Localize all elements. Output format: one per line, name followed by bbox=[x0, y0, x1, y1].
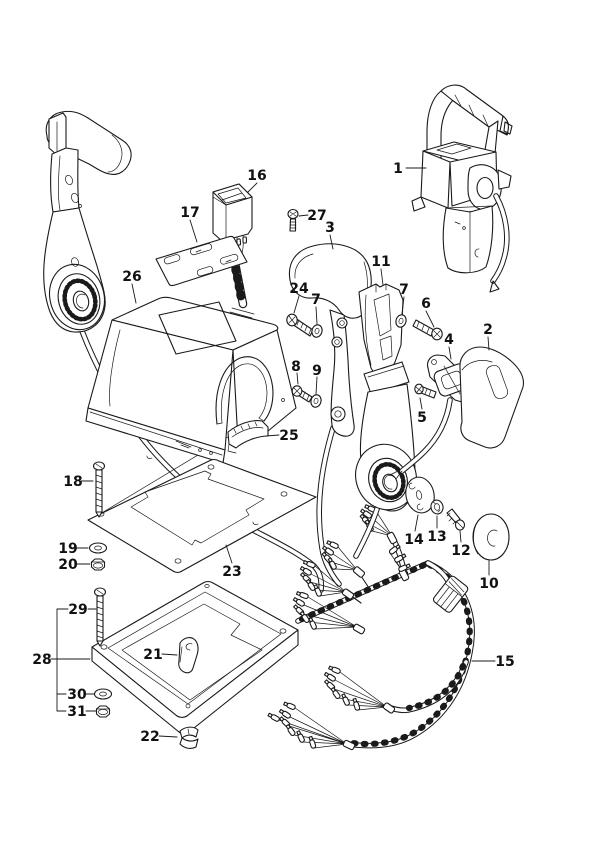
lock-washer-13 bbox=[430, 499, 444, 515]
bracket-28 bbox=[50, 608, 91, 712]
leader-7a bbox=[315, 306, 318, 325]
callout-28: 28 bbox=[32, 652, 51, 668]
clip-25 bbox=[227, 420, 269, 454]
mount-plate-23 bbox=[87, 455, 317, 574]
leader-24 bbox=[293, 295, 300, 314]
callout-4: 4 bbox=[444, 332, 454, 348]
callout-10: 10 bbox=[479, 576, 499, 592]
switch-cover-2 bbox=[459, 346, 524, 449]
leader-3 bbox=[329, 234, 334, 250]
lever-bracket-11 bbox=[358, 283, 404, 379]
callout-16: 16 bbox=[247, 168, 266, 184]
callouts: 1 2 3 4 5 6 7 7 8 9 10 11 12 13 14 15 16… bbox=[32, 161, 514, 745]
remote-control-assembly-1 bbox=[411, 84, 513, 293]
washer-7-right bbox=[395, 314, 407, 328]
bolt-6 bbox=[412, 319, 443, 341]
leader-21 bbox=[161, 653, 178, 656]
callout-12: 12 bbox=[451, 543, 470, 559]
callout-5: 5 bbox=[417, 410, 427, 426]
callout-8: 8 bbox=[291, 359, 301, 375]
leader-23 bbox=[225, 544, 233, 564]
callout-26: 26 bbox=[122, 269, 141, 285]
callout-7a: 7 bbox=[311, 292, 321, 308]
leader-11 bbox=[380, 268, 384, 286]
leader-7b bbox=[401, 296, 405, 315]
screw-5 bbox=[414, 383, 437, 399]
nut-20 bbox=[90, 558, 106, 571]
lever-cover-3 bbox=[288, 243, 372, 437]
leader-9 bbox=[315, 376, 318, 395]
leader-27 bbox=[298, 214, 309, 217]
callout-2: 2 bbox=[483, 322, 493, 338]
screw-18 bbox=[92, 461, 106, 518]
washer-19 bbox=[88, 542, 108, 554]
nut-31 bbox=[95, 705, 111, 718]
callout-24: 24 bbox=[289, 281, 309, 297]
callout-25: 25 bbox=[279, 428, 298, 444]
leader-8 bbox=[296, 372, 299, 385]
wiring-harness-15 bbox=[267, 425, 475, 751]
leader-16 bbox=[247, 182, 258, 193]
cap-10 bbox=[472, 513, 510, 561]
leader-17 bbox=[189, 219, 198, 243]
callout-18: 18 bbox=[63, 474, 82, 490]
disc-14 bbox=[405, 476, 435, 514]
callout-13: 13 bbox=[427, 529, 446, 545]
washer-7-left bbox=[311, 324, 323, 338]
callout-14: 14 bbox=[404, 532, 424, 548]
callout-20: 20 bbox=[58, 557, 78, 573]
callout-11: 11 bbox=[371, 254, 390, 270]
leader-12 bbox=[459, 530, 462, 543]
callout-29: 29 bbox=[68, 602, 87, 618]
callout-30: 30 bbox=[67, 687, 87, 703]
callout-31: 31 bbox=[67, 704, 86, 720]
housing-cover-26 bbox=[85, 296, 297, 515]
leader-26 bbox=[131, 283, 137, 304]
washer-9 bbox=[310, 394, 322, 408]
callout-1: 1 bbox=[393, 161, 403, 177]
top-mount-lever-left bbox=[43, 110, 325, 593]
callout-19: 19 bbox=[58, 541, 77, 557]
bolt-24 bbox=[286, 313, 314, 337]
leader-14 bbox=[414, 514, 419, 532]
multi-pin-connector bbox=[432, 575, 469, 613]
callout-17: 17 bbox=[180, 205, 199, 221]
leader-2 bbox=[487, 336, 490, 351]
callout-21: 21 bbox=[143, 647, 162, 663]
callout-6: 6 bbox=[421, 296, 431, 312]
leader-5 bbox=[419, 397, 423, 410]
leader-6 bbox=[425, 310, 435, 328]
screw-29 bbox=[93, 587, 107, 647]
leader-25 bbox=[265, 434, 280, 437]
callout-27: 27 bbox=[307, 208, 326, 224]
callout-3: 3 bbox=[325, 220, 335, 236]
washer-30 bbox=[93, 688, 113, 700]
lever-arm-11-lower bbox=[353, 361, 417, 559]
screw-12 bbox=[446, 508, 466, 531]
callout-22: 22 bbox=[140, 729, 159, 745]
callout-7b: 7 bbox=[399, 282, 409, 298]
clip-22 bbox=[179, 726, 199, 749]
callout-15: 15 bbox=[495, 654, 514, 670]
screw-27 bbox=[287, 208, 299, 232]
leader-4 bbox=[448, 346, 452, 360]
bracket-plate-17 bbox=[155, 235, 248, 287]
callout-23: 23 bbox=[222, 564, 241, 580]
screw-8 bbox=[291, 385, 313, 403]
callout-9: 9 bbox=[312, 363, 322, 379]
leader-22 bbox=[158, 735, 178, 738]
bumper-21 bbox=[178, 637, 199, 674]
